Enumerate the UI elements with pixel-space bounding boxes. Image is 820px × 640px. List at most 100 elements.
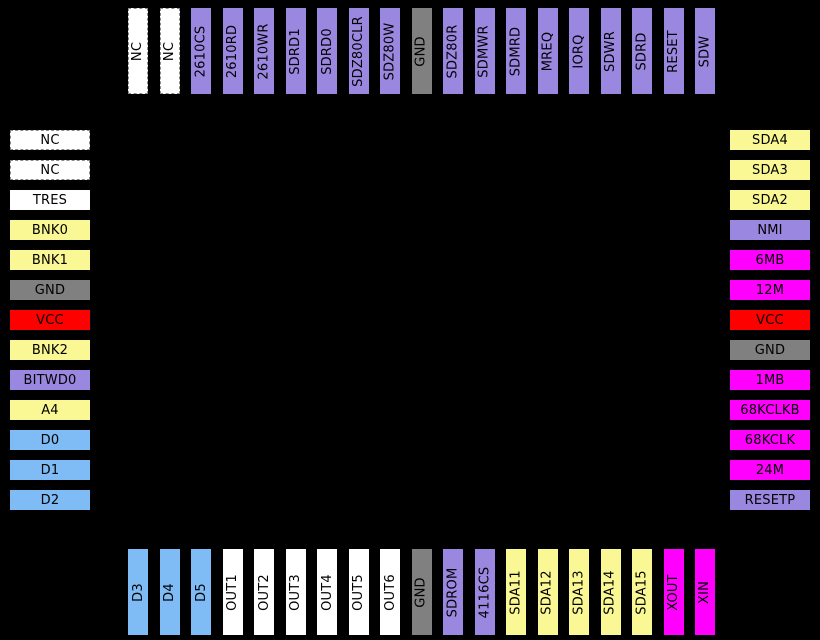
pin-label: SDA14: [603, 569, 618, 615]
pin-label: 1MB: [755, 372, 785, 388]
pin-right-sda3: SDA3: [730, 160, 810, 180]
pin-label: XIN: [697, 580, 713, 604]
pin-left-vcc: VCC: [10, 310, 90, 330]
pin-top-sdrd1: SDRD1: [285, 8, 306, 94]
pin-label: SDROM: [445, 567, 461, 617]
pin-label: RESETP: [744, 492, 796, 508]
pin-left-gnd: GND: [10, 280, 90, 300]
pin-label: SDRD: [634, 31, 650, 71]
pin-top-gnd: GND: [411, 8, 432, 94]
pin-bottom-out4: OUT4: [317, 549, 337, 635]
pin-left-bnk1: BNK1: [10, 250, 90, 270]
pin-label: SDZ80W: [382, 22, 398, 80]
pin-bottom-d4: D4: [159, 549, 180, 635]
pin-label: SDRD0: [319, 27, 335, 75]
pin-label: OUT6: [382, 573, 398, 611]
pin-bottom-d5: D5: [191, 549, 211, 635]
pin-label: SDW: [697, 35, 713, 67]
pin-top-reset: RESET: [663, 8, 684, 94]
pin-label: D1: [40, 462, 60, 478]
pin-left-tres: TRES: [10, 190, 90, 210]
pin-label: SDA2: [752, 192, 788, 208]
pin-label: SDA11: [508, 569, 524, 615]
pin-label: 6MB: [755, 252, 785, 268]
pin-left-d2: D2: [10, 490, 90, 510]
pin-right-68kclk: 68KCLK: [730, 430, 810, 450]
pin-label: RESET: [666, 29, 681, 73]
pin-top-nc: NC: [128, 8, 148, 94]
pin-bottom-d3: D3: [128, 549, 148, 635]
pin-label: 2610RD: [225, 24, 241, 78]
pin-right-resetp: RESETP: [730, 490, 810, 510]
pin-right-sda4: SDA4: [730, 130, 810, 150]
pin-left-a4: A4: [10, 400, 90, 420]
pin-bottom-out3: OUT3: [285, 549, 306, 635]
pin-label: BNK0: [31, 222, 69, 238]
pin-label: SDWR: [603, 30, 619, 72]
pin-label: D3: [130, 582, 146, 602]
pin-right-12m: 12M: [730, 280, 810, 300]
pin-bottom-out2: OUT2: [254, 549, 274, 635]
pin-label: GND: [414, 576, 430, 608]
pin-label: D2: [40, 492, 60, 508]
pin-label: SDRD1: [288, 27, 304, 75]
pin-label: SDA3: [752, 162, 788, 178]
pin-label: SDA12: [540, 569, 555, 615]
pin-label: XOUT: [666, 573, 682, 611]
pin-top-mreq: MREQ: [537, 8, 558, 94]
pin-label: TRES: [32, 192, 68, 208]
pin-label: SDMRD: [508, 26, 524, 76]
pin-right-24m: 24M: [730, 460, 810, 480]
pin-top-2610rd: 2610RD: [222, 8, 243, 94]
pin-right-vcc: VCC: [730, 310, 810, 330]
pin-label: D4: [162, 582, 177, 602]
pin-bottom-sda14: SDA14: [600, 549, 621, 635]
pin-top-sdmrd: SDMRD: [506, 8, 526, 94]
pin-bottom-sda15: SDA15: [632, 549, 652, 635]
pin-label: OUT2: [256, 573, 272, 611]
pin-label: NC: [162, 41, 178, 61]
pin-top-sdz80clr: SDZ80CLR: [348, 8, 369, 94]
pin-top-2610wr: 2610WR: [254, 8, 274, 94]
pin-label: SDA4: [752, 132, 788, 148]
pin-top-iorq: IORQ: [569, 8, 589, 94]
pin-label: VCC: [756, 312, 784, 328]
pin-label: SDMWR: [477, 24, 492, 78]
pin-label: 68KCLKB: [740, 402, 800, 418]
pin-label: D0: [40, 432, 60, 448]
pin-label: NMI: [757, 222, 783, 238]
pin-bottom-out6: OUT6: [380, 549, 400, 635]
pin-label: SDA15: [634, 569, 650, 615]
pin-left-bitwd0: BITWD0: [10, 370, 90, 390]
pin-label: 68KCLK: [744, 432, 796, 448]
pin-top-2610cs: 2610CS: [191, 8, 211, 94]
pin-label: BNK1: [31, 252, 69, 268]
pin-left-d0: D0: [10, 430, 90, 450]
pin-top-sdz80r: SDZ80R: [443, 8, 463, 94]
pin-label: SDA13: [571, 569, 587, 615]
pin-label: OUT1: [225, 573, 241, 611]
pin-label: 2610WR: [256, 22, 272, 80]
pin-bottom-4116cs: 4116CS: [474, 549, 495, 635]
pin-bottom-xin: XIN: [695, 549, 715, 635]
pin-bottom-gnd: GND: [411, 549, 432, 635]
pin-label: NC: [40, 162, 60, 178]
pin-bottom-out1: OUT1: [222, 549, 243, 635]
pin-right-nmi: NMI: [730, 220, 810, 240]
pin-top-sdw: SDW: [695, 8, 715, 94]
pin-right-gnd: GND: [730, 340, 810, 360]
pin-label: D5: [193, 582, 209, 602]
pin-bottom-sda13: SDA13: [569, 549, 589, 635]
pin-label: 2610CS: [193, 25, 209, 77]
pin-label: NC: [130, 41, 146, 61]
pin-bottom-xout: XOUT: [663, 549, 684, 635]
pin-label: OUT3: [288, 573, 304, 611]
pin-label: SDZ80CLR: [351, 15, 367, 87]
pin-label: GND: [34, 282, 66, 298]
pin-bottom-sdrom: SDROM: [443, 549, 463, 635]
pin-top-sdz80w: SDZ80W: [380, 8, 400, 94]
pin-label: 12M: [755, 282, 785, 298]
pin-label: MREQ: [540, 31, 555, 71]
pin-right-6mb: 6MB: [730, 250, 810, 270]
